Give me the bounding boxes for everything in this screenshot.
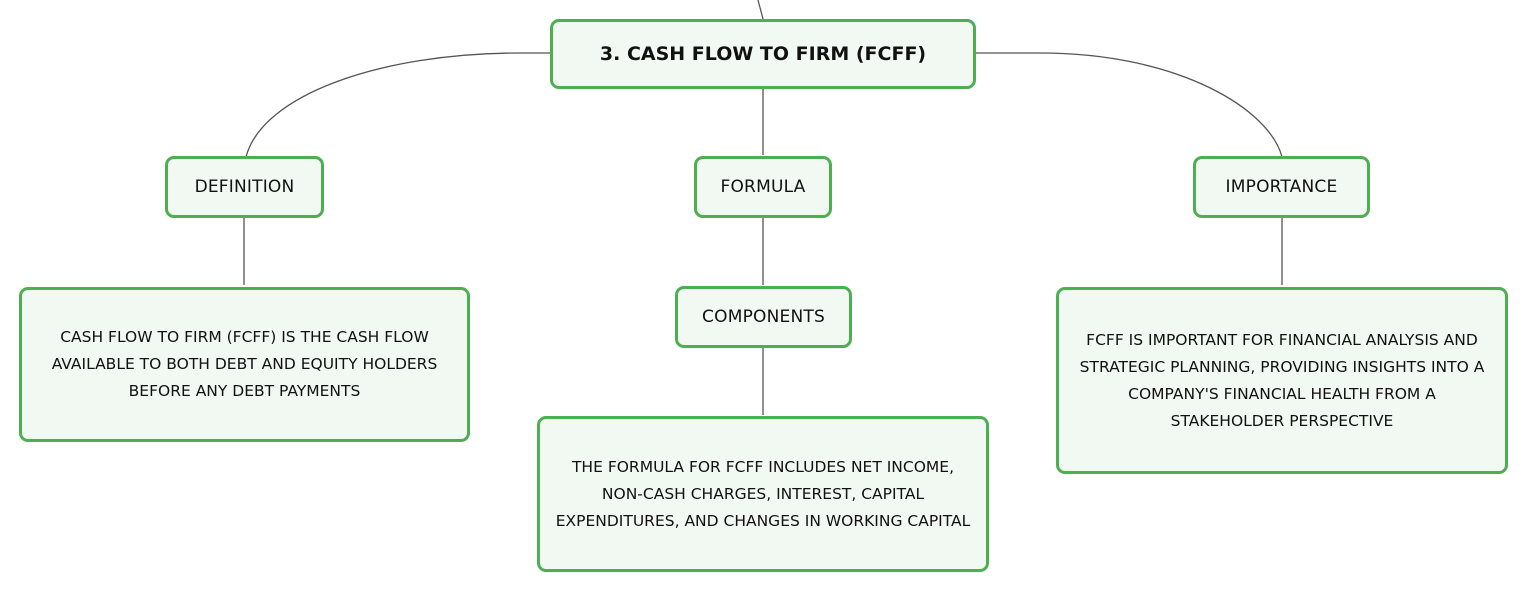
connector-root-to-definition — [245, 52, 551, 158]
formula-node-label: FORMULA — [720, 177, 806, 197]
importance-detail-text: FCFF IS IMPORTANT FOR FINANCIAL ANALYSIS… — [1079, 330, 1485, 430]
root-node[interactable]: 3. CASH FLOW TO FIRM (FCFF) — [550, 19, 976, 89]
root-node-label: 3. CASH FLOW TO FIRM (FCFF) — [599, 43, 927, 65]
importance-node[interactable]: IMPORTANCE — [1193, 156, 1370, 218]
importance-detail-node[interactable]: FCFF IS IMPORTANT FOR FINANCIAL ANALYSIS… — [1056, 287, 1508, 474]
connector-parent-to-root — [757, 0, 764, 20]
components-node-label: COMPONENTS — [702, 307, 825, 327]
importance-node-label: IMPORTANCE — [1225, 177, 1338, 197]
formula-node[interactable]: FORMULA — [694, 156, 832, 218]
definition-detail-node[interactable]: CASH FLOW TO FIRM (FCFF) IS THE CASH FLO… — [19, 287, 470, 442]
components-detail-text: THE FORMULA FOR FCFF INCLUDES NET INCOME… — [555, 457, 971, 530]
components-detail-node[interactable]: THE FORMULA FOR FCFF INCLUDES NET INCOME… — [537, 416, 989, 572]
definition-detail-text: CASH FLOW TO FIRM (FCFF) IS THE CASH FLO… — [51, 328, 438, 400]
definition-node-label: DEFINITION — [194, 177, 295, 197]
connector-root-to-importance — [975, 52, 1283, 158]
definition-node[interactable]: DEFINITION — [165, 156, 324, 218]
components-node[interactable]: COMPONENTS — [675, 286, 852, 348]
